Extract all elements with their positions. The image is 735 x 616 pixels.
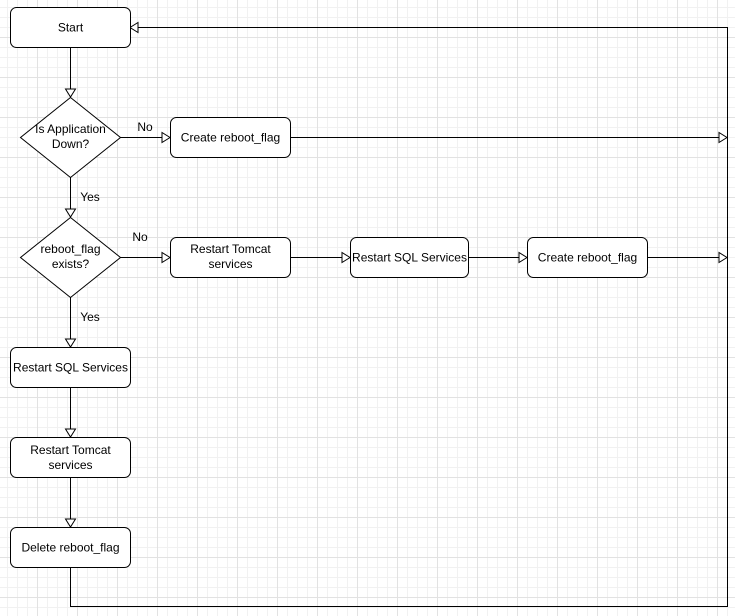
node-text: reboot_flag [40,242,100,256]
label-flag-exists-yes: Yes [80,310,100,324]
edges [64,21,728,607]
node-text: Create reboot_flag [538,251,637,265]
node-text: services [48,458,92,472]
node-text: Restart Tomcat [190,242,271,256]
arrowhead [64,518,77,528]
node-restart-sql-2[interactable]: Restart SQL Services [10,347,131,388]
node-text: Start [58,21,84,35]
edge-loop-back-to-start [70,27,728,607]
arrowhead [64,338,77,348]
arrowhead [718,251,728,264]
node-text: Is Application [35,122,106,136]
arrowhead [64,88,77,98]
node-restart-tomcat-1[interactable]: Restart Tomcat services [170,237,291,278]
node-text: Delete reboot_flag [21,541,119,555]
arrowhead [341,251,351,264]
node-text: Down? [52,137,90,151]
node-text: Create reboot_flag [181,131,280,145]
node-start[interactable]: Start [10,7,131,48]
node-delete-reboot-flag[interactable]: Delete reboot_flag [10,527,131,568]
node-restart-tomcat-2[interactable]: Restart Tomcat services [10,437,131,478]
decision-is-application-down[interactable]: Is Application Down? [19,96,122,179]
node-restart-sql-1[interactable]: Restart SQL Services [350,237,469,278]
label-app-down-no: No [137,120,153,134]
arrowhead [161,131,171,144]
arrowhead [518,251,528,264]
node-text: Restart SQL Services [13,361,128,375]
decision-reboot-flag-exists[interactable]: reboot_flag exists? [19,216,122,299]
node-create-reboot-flag-2[interactable]: Create reboot_flag [527,237,648,278]
arrowhead [129,21,139,34]
node-text: Restart SQL Services [352,251,467,265]
arrowhead [64,208,77,218]
node-create-reboot-flag-1[interactable]: Create reboot_flag [170,117,291,158]
arrowhead [64,428,77,438]
label-app-down-yes: Yes [80,190,100,204]
node-text: Restart Tomcat [30,443,111,457]
arrowhead [718,131,728,144]
node-text: services [208,257,252,271]
node-text: exists? [52,257,90,271]
label-flag-exists-no: No [132,230,148,244]
arrowhead [161,251,171,264]
